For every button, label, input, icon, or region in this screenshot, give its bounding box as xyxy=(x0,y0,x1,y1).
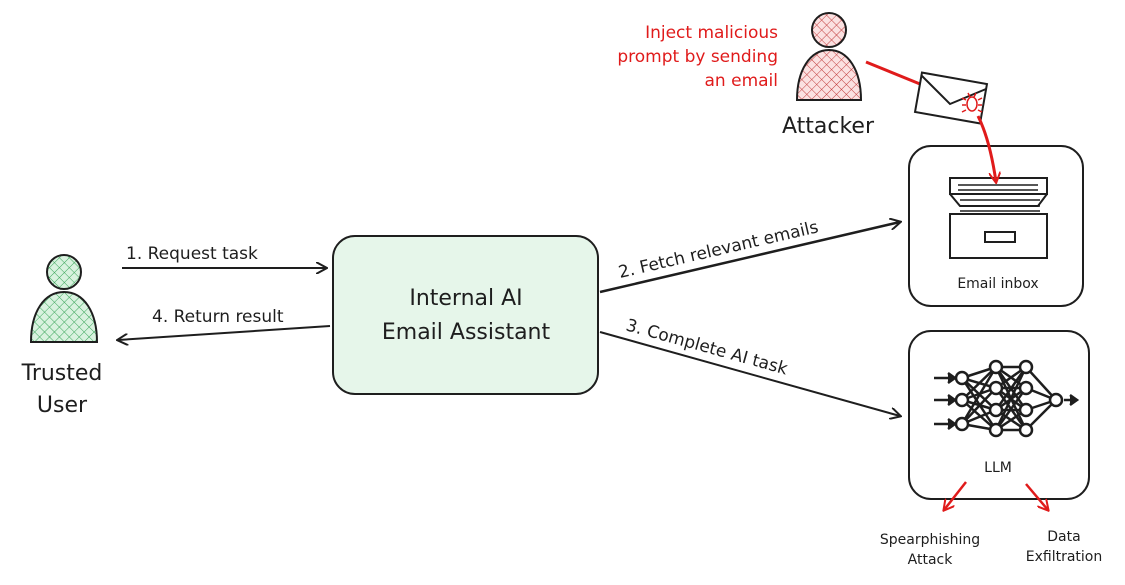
step4-label: 4. Return result xyxy=(152,307,284,327)
outcome2-line1: Data xyxy=(1047,529,1080,545)
assistant-label-line1: Internal AI xyxy=(409,286,522,311)
inbox-label: Email inbox xyxy=(957,276,1038,292)
spearphishing-arrow xyxy=(944,481,967,510)
step1-label: 1. Request task xyxy=(126,244,258,264)
llm-label: LLM xyxy=(984,460,1012,476)
return-result-arrow xyxy=(118,325,331,340)
step3-label: 3. Complete AI task xyxy=(624,316,790,380)
attacker-note-line3: an email xyxy=(705,71,778,91)
attacker-note-line1: Inject malicious xyxy=(645,23,778,43)
attacker-label: Attacker xyxy=(782,114,875,139)
user-label-line1: Trusted xyxy=(21,361,103,386)
user-label-line2: User xyxy=(37,393,88,418)
assistant-label-line2: Email Assistant xyxy=(382,320,551,345)
trusted-user-person-icon xyxy=(29,254,99,343)
outcome1-line1: Spearphishing xyxy=(880,532,980,548)
fetch-emails-arrow xyxy=(599,222,900,294)
outcome2-line2: Exfiltration xyxy=(1026,549,1102,565)
file-cabinet-icon xyxy=(949,177,1048,259)
bug-icon xyxy=(961,92,983,113)
outcome1-line2: Attack xyxy=(908,552,954,568)
email-to-inbox-arrow xyxy=(976,115,996,182)
attacker-note-line2: prompt by sending xyxy=(617,47,778,67)
attacker-person-icon xyxy=(795,12,863,101)
exfiltration-arrow xyxy=(1025,483,1048,510)
neural-network-nodes xyxy=(954,359,1064,438)
step2-label: 2. Fetch relevant emails xyxy=(617,217,821,283)
assistant-node: Internal AI Email Assistant xyxy=(332,235,599,395)
llm-node: LLM xyxy=(908,330,1090,500)
email-inbox-node: Email inbox xyxy=(908,145,1084,307)
attacker-to-email-line xyxy=(865,60,921,86)
complete-task-arrow xyxy=(599,331,900,416)
envelope-icon xyxy=(913,71,989,125)
